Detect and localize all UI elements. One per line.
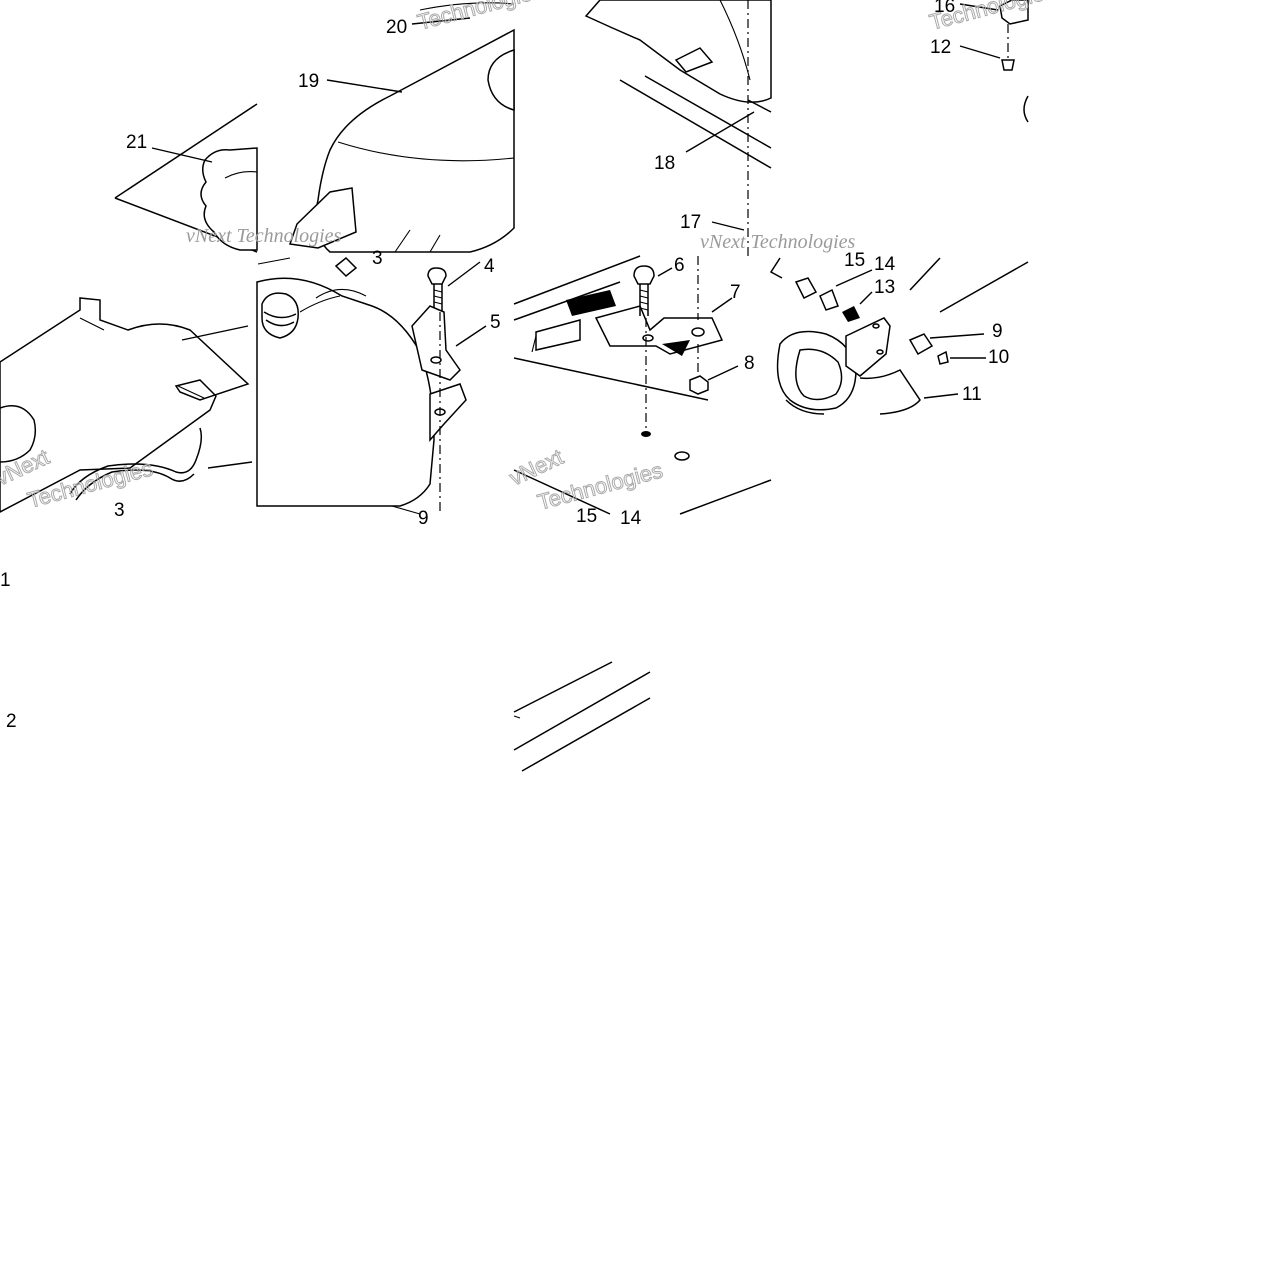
callout-3: 3	[372, 248, 383, 269]
tile-top-right	[959, 0, 1029, 123]
washer-14-icon	[819, 288, 839, 311]
tile-middle-center-right	[513, 255, 772, 515]
callout-9: 9	[992, 321, 1003, 342]
watermark-text: vNext Technologies	[700, 231, 856, 253]
callout-14-lower: 14	[620, 508, 642, 529]
callout-11: 11	[962, 384, 982, 405]
latch-plate-icon	[845, 317, 891, 377]
tile-top-center-left	[288, 2, 515, 253]
spacer-15-icon	[794, 277, 818, 300]
nut-8-icon	[689, 375, 709, 395]
tile-lower-center-right	[513, 661, 651, 772]
callout-16: 16	[934, 0, 955, 17]
callout-14: 14	[874, 254, 896, 275]
bracket-5-icon	[411, 305, 461, 381]
callout-3-lower: 3	[114, 500, 125, 521]
fuel-tank-18-icon	[584, 0, 772, 103]
grommet-9-icon	[908, 333, 934, 356]
callout-7: 7	[730, 282, 741, 303]
tile-top-center-right	[584, 0, 772, 257]
tile-middle-center-left	[256, 256, 487, 515]
callout-2: 2	[6, 711, 17, 732]
callout-6: 6	[674, 255, 685, 276]
tile-top-left	[114, 103, 258, 253]
callout-1: 1	[0, 570, 11, 591]
fitting-3-icon	[334, 256, 358, 278]
screw-10-icon	[937, 350, 949, 365]
callout-18: 18	[654, 153, 675, 174]
callout-5: 5	[490, 312, 501, 333]
filler-neck-icon	[261, 292, 299, 339]
bolt-6-head-icon	[633, 265, 655, 285]
tile-middle-left	[0, 257, 291, 513]
fuel-cap-21-icon	[200, 147, 258, 251]
callout-4: 4	[484, 256, 495, 277]
callout-17: 17	[680, 212, 701, 233]
fuel-cap-icon	[0, 405, 37, 463]
screw-12-icon	[1001, 59, 1015, 71]
watermark-text: Technologies	[415, 0, 546, 35]
callout-9-lower: 9	[418, 508, 429, 529]
bolt-4-head-icon	[427, 267, 447, 285]
tank-tab-left-icon	[288, 187, 357, 249]
callout-19: 19	[298, 71, 319, 92]
callout-21: 21	[126, 132, 147, 153]
tile-seams	[0, 514, 1285, 1285]
watermark-text: vNext Technologies	[186, 225, 342, 247]
tile-middle-right	[769, 257, 1029, 415]
callout-20: 20	[386, 17, 407, 38]
callout-10: 10	[988, 347, 1009, 368]
callout-15: 15	[844, 250, 865, 271]
spring-13-icon	[842, 306, 860, 322]
seat-pad-icon	[0, 297, 250, 513]
fuel-tank-19-icon	[315, 28, 515, 253]
knob-housing-icon	[776, 330, 857, 411]
callout-12: 12	[930, 37, 951, 58]
callout-15-lower: 15	[576, 506, 597, 527]
callout-8: 8	[744, 353, 755, 374]
bracket-16-icon	[999, 0, 1029, 25]
callout-labels: 20 19 21 16 12 18 17 3 4 5 6 7 8 15 14 1…	[0, 0, 1009, 732]
mounting-plate-7-icon	[594, 305, 724, 355]
callout-13: 13	[874, 277, 895, 298]
